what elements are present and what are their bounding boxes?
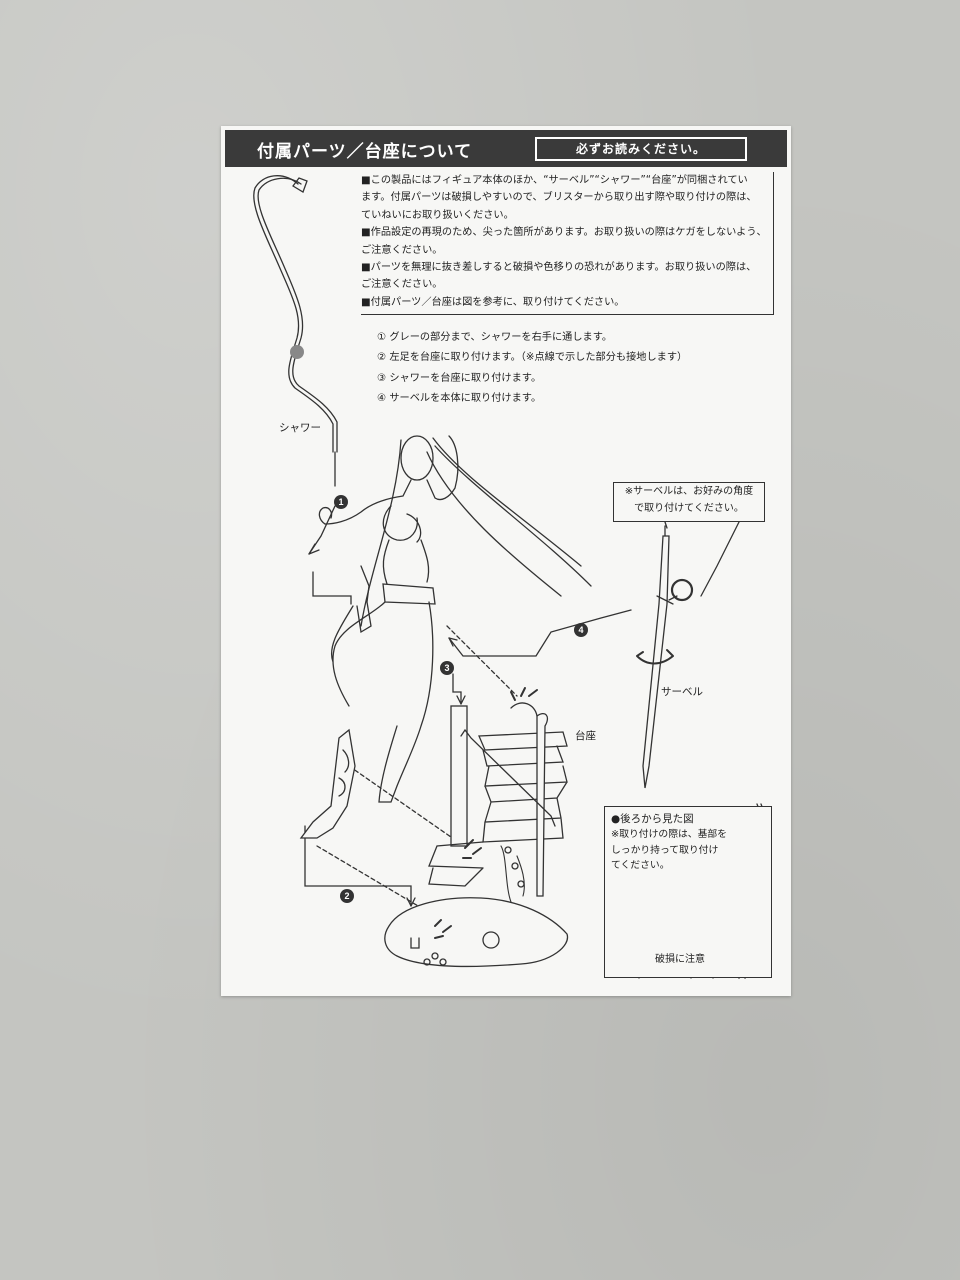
arrow-head: [456, 695, 466, 705]
note-line: ます。付属パーツは破損しやすいので、ブリスターから取り出す際や取り付けの際は、: [361, 192, 757, 204]
angle-callout: [700, 517, 742, 597]
back-desc-line: ※取り付けの際は、基部を: [611, 829, 727, 840]
note-line: ご注意ください。: [361, 279, 443, 291]
note-line: ■この製品にはフィギュア本体のほか、“サーベル”“シャワー”“台座”が同梱されて…: [361, 175, 748, 186]
svg-text:3: 3: [444, 663, 449, 673]
step-marker-3: 3: [440, 661, 454, 675]
step-marker-2: 2: [340, 889, 354, 903]
back-view-title: ●後ろから見た図: [611, 813, 694, 825]
grey-marker: [290, 345, 304, 359]
shower-hose: [253, 175, 334, 453]
damage-warning: 破損に注意: [655, 954, 705, 965]
dashed-guide: [446, 625, 518, 697]
saber-note-line: ※サーベルは、お好みの角度: [624, 486, 754, 497]
figure-drawing: [299, 435, 592, 839]
note-line: ていねいにお取り扱いください。: [361, 209, 514, 221]
shower-hose: [257, 177, 338, 453]
base-part: [384, 687, 569, 968]
arrow-line-3: [452, 673, 462, 705]
instruction-sheet: 付属パーツ／台座について 必ずお読みください。 ■この製品にはフィギュア本体のほ…: [221, 126, 791, 996]
note-line: ■付属パーツ／台座は図を参考に、取り付けてください。: [361, 296, 625, 308]
must-read-notice: 必ずお読みください。: [535, 137, 747, 161]
svg-text:4: 4: [578, 625, 583, 635]
arrow-line-2: [304, 825, 412, 907]
back-view-description: ※取り付けの際は、基部を しっかり持って取り付け てください。: [611, 827, 727, 874]
back-desc-line: てください。: [611, 860, 670, 871]
assembly-illustration: 1 2 3 4 !: [253, 175, 768, 979]
svg-text:1: 1: [338, 497, 343, 507]
note-line: ■パーツを無理に抜き差しすると破損や色移りの恐れがあります。お取り扱いの際は、: [361, 262, 757, 274]
step-marker-4: 4: [574, 623, 588, 637]
arrow-line: [312, 571, 352, 605]
step-2: ② 左足を台座に取り付けます。（※点線で示した部分も接地します）: [377, 352, 688, 364]
assembly-steps: ① グレーの部分まで、シャワーを右手に通します。 ② 左足を台座に取り付けます。…: [377, 328, 687, 410]
base-label: 台座: [575, 730, 596, 742]
shower-part: [253, 175, 338, 453]
shower-label: シャワー: [279, 422, 321, 434]
arrow-head: [448, 637, 458, 647]
back-desc-line: しっかり持って取り付け: [611, 844, 719, 856]
sheet-title: 付属パーツ／台座について: [257, 142, 473, 162]
dashed-guide: [316, 845, 436, 917]
saber-label: サーベル: [661, 686, 703, 698]
dashed-guide: [348, 765, 462, 845]
arrow-head: [308, 543, 320, 555]
step-4: ④ サーベルを本体に取り付けます。: [377, 393, 542, 405]
back-view-box: ●後ろから見た図 ※取り付けの際は、基部を しっかり持って取り付け てください。…: [604, 806, 772, 978]
saber-angle-note: ※サーベルは、お好みの角度 で取り付けてください。: [613, 482, 765, 522]
saber-note-line: で取り付けてください。: [634, 503, 744, 514]
step-3: ③ シャワーを台座に取り付けます。: [377, 372, 542, 384]
svg-text:2: 2: [344, 891, 349, 901]
scabbard: [356, 565, 372, 634]
sheet-header: 付属パーツ／台座について 必ずお読みください。: [225, 130, 787, 167]
step-marker-1: 1: [334, 495, 348, 509]
arrow-line-4: [448, 609, 632, 657]
saber-part: [636, 517, 742, 789]
caution-notes: ■この製品にはフィギュア本体のほか、“サーベル”“シャワー”“台座”が同梱されて…: [361, 172, 774, 315]
note-line: ■作品設定の再現のため、尖った箇所があります。お取り扱いの際はケガをしないよう、: [361, 227, 767, 239]
note-line: ご注意ください。: [361, 244, 443, 256]
step-1: ① グレーの部分まで、シャワーを右手に通します。: [377, 332, 613, 343]
